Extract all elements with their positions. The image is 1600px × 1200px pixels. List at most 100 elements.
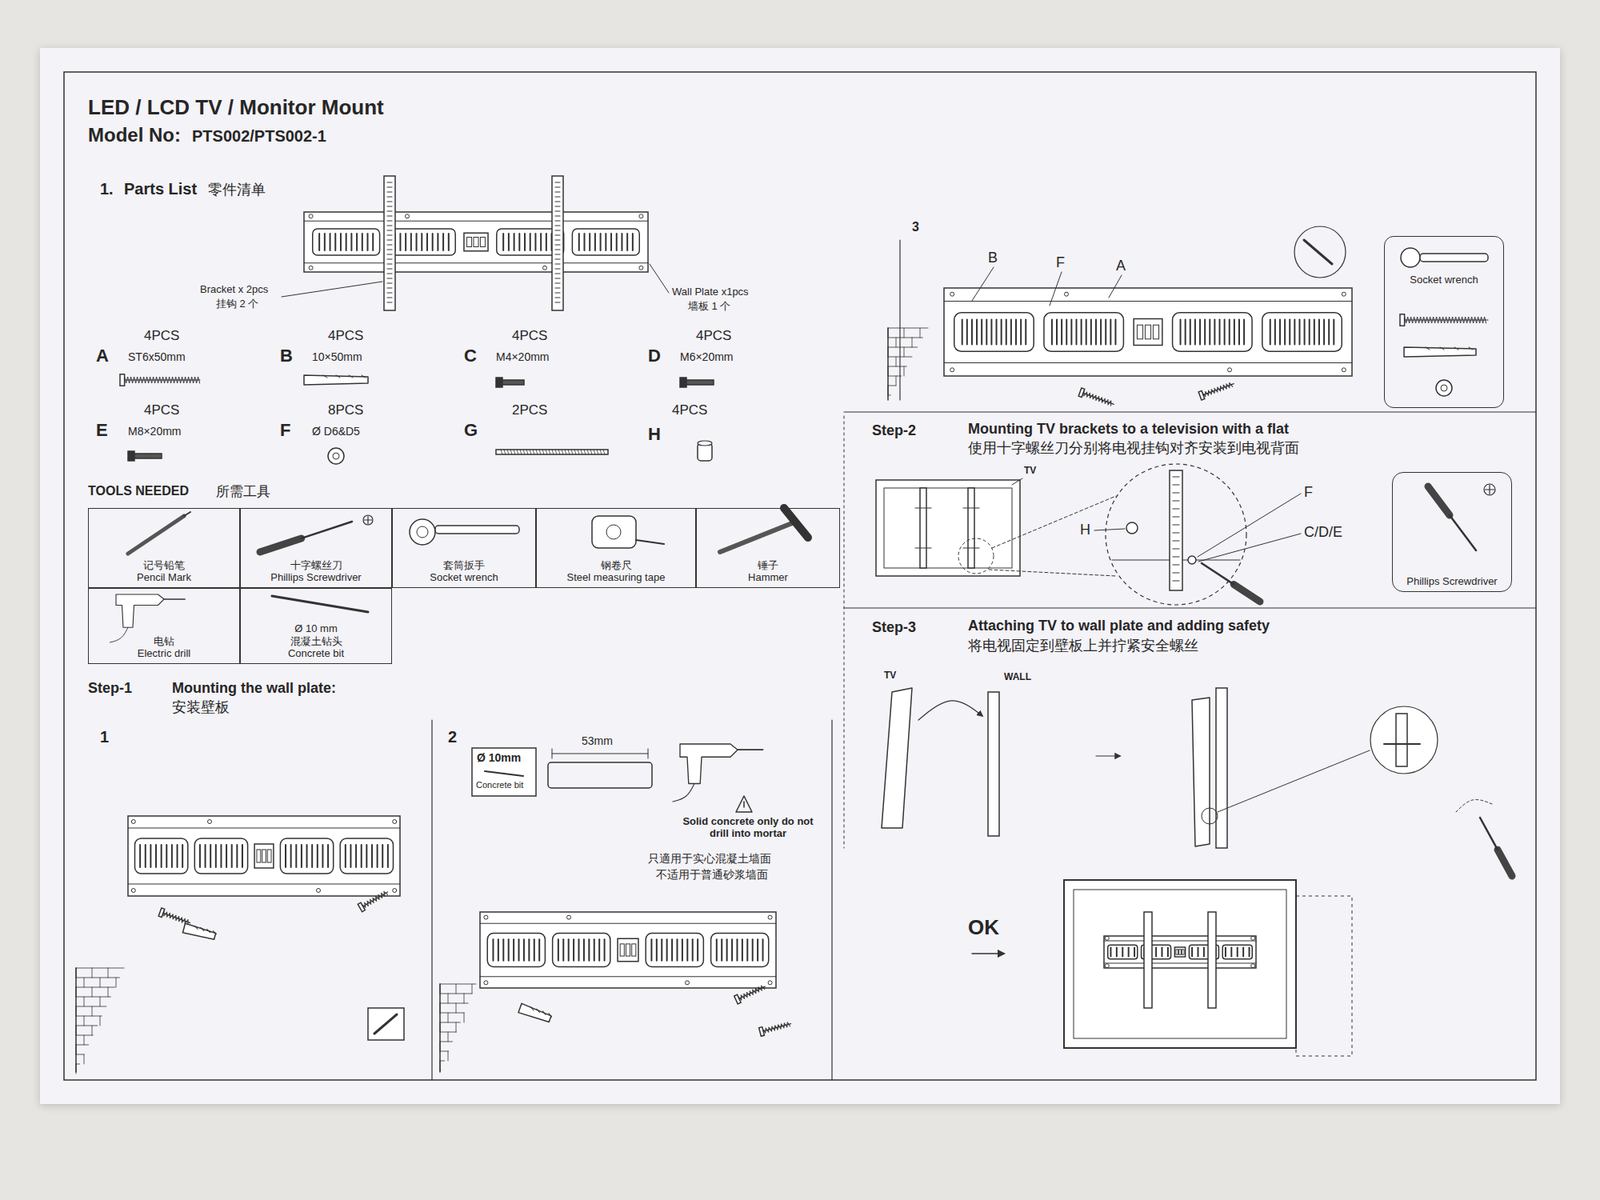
anchor-fin: [529, 1006, 535, 1011]
tool-cell: Ø 10 mm混凝土钻头Concrete bit: [240, 588, 392, 664]
plate-rail: [304, 220, 648, 222]
drill-cord: [110, 627, 129, 643]
leader-line: [1049, 272, 1062, 306]
slot: [316, 844, 319, 868]
tv-front: [1064, 880, 1296, 1048]
rod-thread: [587, 449, 589, 455]
brick-line: [76, 1044, 89, 1046]
slot: [736, 939, 738, 961]
tool-cell: 电钻Electric drill: [88, 588, 240, 664]
plate-center-hole: [262, 849, 267, 863]
label: 墙板 1 个: [688, 300, 731, 313]
slot: [231, 844, 233, 868]
slot: [300, 844, 303, 868]
anchor-body: [304, 375, 368, 385]
bracket-hole: [387, 297, 392, 299]
leader-line: [649, 264, 669, 293]
brick-line: [84, 1016, 85, 1026]
bracket: [384, 176, 396, 311]
drill-bit: [164, 598, 185, 600]
label: E: [96, 420, 108, 440]
plate-hole: [685, 980, 690, 985]
slot: [1160, 947, 1163, 956]
brick-line: [76, 996, 111, 998]
slot: [420, 233, 423, 251]
bolt-shank: [502, 380, 524, 385]
slot: [1075, 320, 1077, 345]
slot: [1243, 320, 1245, 345]
slot-group: [711, 933, 769, 968]
brick-line: [84, 977, 85, 988]
bracket-hole: [387, 220, 392, 222]
bracket-hole: [555, 196, 560, 198]
brick-line: [888, 395, 891, 396]
wall-anchor: [182, 923, 217, 941]
bracket-hole: [1172, 484, 1180, 486]
slot-group: [645, 933, 704, 968]
label: TV: [884, 670, 896, 682]
rod-thread: [593, 449, 596, 455]
leader-line: [972, 267, 994, 301]
brick-wall: [76, 968, 124, 1074]
slot: [518, 939, 520, 961]
slot-group: [572, 228, 640, 256]
label: F: [280, 420, 291, 440]
brick-line: [888, 376, 902, 377]
plate-rail: [1104, 963, 1256, 964]
slot: [996, 320, 998, 345]
bit-bar: [548, 762, 652, 788]
slot: [1308, 320, 1311, 345]
drill-body: [680, 744, 738, 784]
slot: [284, 844, 287, 868]
bracket: [1144, 912, 1152, 1008]
brick-line: [76, 1025, 77, 1036]
label: WALL: [1004, 672, 1032, 684]
plate-outline: [944, 288, 1352, 376]
hang-arrow: [918, 700, 983, 720]
bracket-hole: [387, 196, 392, 198]
brick-line: [76, 1064, 80, 1065]
screw: [759, 1019, 792, 1036]
slot: [372, 233, 374, 251]
slot: [971, 320, 973, 345]
slot: [356, 233, 358, 251]
rod-thread: [577, 449, 580, 455]
slot: [1109, 947, 1112, 956]
plate-rail: [128, 884, 400, 885]
plate-center-hole: [1144, 324, 1151, 340]
bolt-head: [680, 377, 687, 388]
screwdriver-icon: [1428, 486, 1476, 551]
spacer-zoom: [1126, 522, 1138, 534]
wall-edge: [75, 968, 77, 1072]
slot: [990, 320, 992, 345]
brick-line: [888, 385, 896, 387]
tool-name: 记号铅笔: [143, 559, 185, 572]
slot: [139, 844, 141, 868]
tool-cell: 套筒扳手Socket wrench: [392, 508, 536, 588]
tv-back: [876, 480, 1020, 576]
rod-thread: [584, 449, 586, 455]
anchor-fin: [548, 1013, 553, 1018]
slot: [578, 939, 580, 961]
slot: [583, 233, 585, 251]
slot: [1065, 320, 1068, 345]
bracket-hole: [387, 240, 392, 241]
panel-line: [431, 720, 432, 1080]
brick-line: [440, 1060, 445, 1062]
brick-line: [896, 337, 897, 348]
leader-line: [281, 281, 383, 297]
bracket-hole: [1172, 492, 1180, 494]
slot: [1230, 947, 1232, 956]
bracket-hole: [1172, 516, 1180, 518]
screw-head: [120, 374, 125, 386]
slot: [436, 233, 439, 251]
leader-line: [1094, 528, 1125, 531]
slot: [1274, 320, 1276, 345]
slot-group: [954, 312, 1034, 352]
bracket-hole: [387, 244, 392, 246]
slot: [666, 939, 668, 961]
dimension-line: [552, 753, 648, 755]
plate-rail: [944, 300, 1352, 302]
washer: [328, 448, 344, 464]
slot: [524, 233, 526, 251]
